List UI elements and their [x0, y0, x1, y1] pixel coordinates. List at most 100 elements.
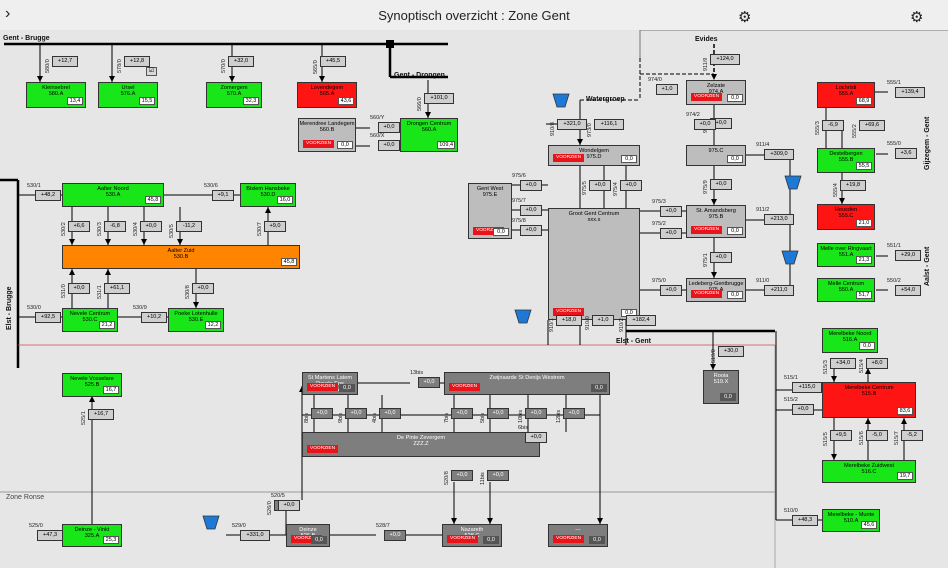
flow-value[interactable]: +16,7: [88, 409, 114, 420]
flow-value[interactable]: +0,0: [487, 408, 509, 419]
flow-value[interactable]: +0,0: [660, 285, 682, 296]
flow-value[interactable]: +0,0: [345, 408, 367, 419]
flow-value[interactable]: +213,0: [764, 214, 794, 225]
flow-value[interactable]: +47,3: [37, 530, 63, 541]
flow-value[interactable]: +0,0: [525, 432, 547, 443]
flow-value[interactable]: +6,6: [68, 221, 90, 232]
gear-icon[interactable]: ⚙: [910, 9, 924, 26]
flow-value[interactable]: -6,9: [822, 120, 844, 131]
flow-value[interactable]: +29,0: [895, 250, 921, 261]
flow-value[interactable]: +0,0: [384, 530, 406, 541]
flow-value[interactable]: +211,0: [764, 285, 794, 296]
flow-value[interactable]: -11,2: [176, 221, 202, 232]
flow-value[interactable]: +48,3: [792, 515, 818, 526]
flow-value[interactable]: +9,1: [212, 190, 234, 201]
station-st-martens-latem[interactable]: St Martens Latem Deurle EnsW.W.W.WVOORZI…: [302, 372, 358, 395]
flow-value[interactable]: +0,0: [563, 408, 585, 419]
flow-value[interactable]: +30,0: [718, 346, 744, 357]
flow-value[interactable]: -5,0: [866, 430, 888, 441]
flow-value[interactable]: +101,0: [424, 93, 454, 104]
flow-value[interactable]: +0,0: [710, 252, 732, 263]
flow-value[interactable]: +309,0: [764, 149, 794, 160]
flow-value[interactable]: +1,0: [656, 84, 678, 95]
flow-value[interactable]: +9,0: [264, 221, 286, 232]
flow-value[interactable]: +0,0: [694, 119, 716, 130]
flow-value[interactable]: +45,5: [320, 56, 346, 67]
flow-value[interactable]: +0,0: [660, 228, 682, 239]
flow-value[interactable]: +1,0: [592, 315, 614, 326]
flow-value[interactable]: +18,0: [556, 315, 582, 326]
flow-value[interactable]: +182,4: [626, 315, 656, 326]
checkbox[interactable]: ☑: [146, 67, 157, 76]
flow-value[interactable]: +0,0: [520, 180, 542, 191]
flow-value[interactable]: +0,0: [620, 180, 642, 191]
flow-value[interactable]: -6,8: [104, 221, 126, 232]
flow-value[interactable]: +0,0: [589, 180, 611, 191]
flow-value[interactable]: +0,0: [418, 377, 440, 388]
flow-value[interactable]: +0,0: [525, 408, 547, 419]
flow-value[interactable]: +0,0: [311, 408, 333, 419]
flow-value[interactable]: +92,5: [35, 312, 61, 323]
flow-value[interactable]: +0,0: [68, 283, 90, 294]
flow-value[interactable]: +0,0: [140, 221, 162, 232]
flow-value[interactable]: +12,7: [52, 56, 78, 67]
flow-value[interactable]: +321,0: [557, 119, 587, 130]
station-zeltzate[interactable]: Zelzate974.AVOORZIEN0,0: [686, 80, 746, 105]
flow-value[interactable]: +0,0: [379, 408, 401, 419]
flow-value[interactable]: +0,0: [378, 122, 400, 133]
flow-value[interactable]: +116,1: [594, 119, 624, 130]
flow-value[interactable]: +0,0: [278, 500, 300, 511]
flow-value[interactable]: +3,6: [895, 148, 917, 159]
flow-value[interactable]: +0,0: [192, 283, 214, 294]
flow-value[interactable]: +0,0: [660, 206, 682, 217]
flow-value[interactable]: +48,2: [35, 190, 61, 201]
flow-value[interactable]: +0,0: [451, 470, 473, 481]
flow-value[interactable]: +139,4: [895, 87, 925, 98]
flow-value[interactable]: +115,0: [792, 382, 822, 393]
flow-value[interactable]: +0,0: [487, 470, 509, 481]
flow-value[interactable]: +69,6: [859, 120, 885, 131]
flow-value[interactable]: +124,0: [710, 54, 740, 65]
flow-value[interactable]: +10,2: [141, 312, 167, 323]
flow-value[interactable]: +34,0: [830, 358, 856, 369]
station-ledeberg[interactable]: Ledeberg-Gentbrugge975.AVOORZIEN0,0: [686, 278, 746, 302]
flow-value[interactable]: -5,2: [901, 430, 923, 441]
flow-value[interactable]: +0,0: [710, 179, 732, 190]
station-nazareth[interactable]: Nazareth528.CVOORZIEN0,0: [442, 524, 502, 547]
flow-value[interactable]: +54,0: [895, 285, 921, 296]
flow-value[interactable]: +0,0: [451, 408, 473, 419]
flow-value[interactable]: +0,0: [792, 404, 814, 415]
chevron-right-icon[interactable]: ›: [5, 5, 11, 22]
flow-value[interactable]: +0,0: [378, 140, 400, 151]
flow-value[interactable]: +0,0: [520, 205, 542, 216]
flow-value[interactable]: +9,5: [830, 430, 852, 441]
flow-value[interactable]: +19,8: [840, 180, 866, 191]
flow-value[interactable]: +32,0: [228, 56, 254, 67]
flow-value[interactable]: +0,0: [520, 225, 542, 236]
